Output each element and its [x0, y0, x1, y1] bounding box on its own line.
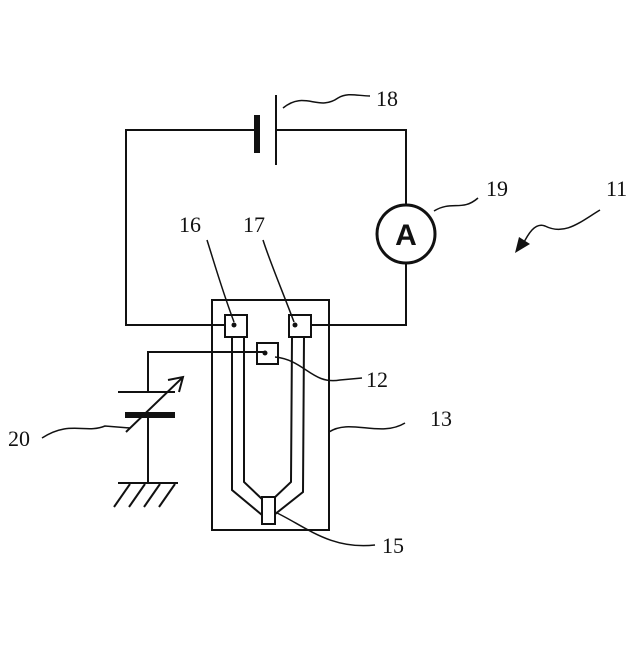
label-sensor-element: 12: [366, 367, 388, 392]
arrow-icon: [515, 210, 600, 253]
ground-icon: [114, 483, 178, 507]
battery-icon: [257, 95, 276, 165]
label-pad-right: 17: [243, 212, 265, 237]
leader-lines: [42, 95, 478, 546]
label-heater: 15: [382, 533, 404, 558]
variable-capacitor-icon: [118, 377, 183, 432]
ammeter-symbol: A: [395, 219, 417, 252]
label-battery: 18: [376, 86, 398, 111]
label-device: 11: [606, 176, 627, 201]
electrode-pad-left: [225, 315, 247, 337]
ammeter-icon: A: [377, 205, 435, 263]
label-pad-left: 16: [179, 212, 201, 237]
label-variable-capacitor: 20: [8, 426, 30, 451]
heater: [262, 497, 275, 524]
sensor-element: [257, 343, 278, 364]
label-ammeter: 19: [486, 176, 508, 201]
label-substrate: 13: [430, 406, 452, 431]
capacitor-wire: [148, 352, 265, 392]
main-circuit-wires: [126, 130, 406, 325]
